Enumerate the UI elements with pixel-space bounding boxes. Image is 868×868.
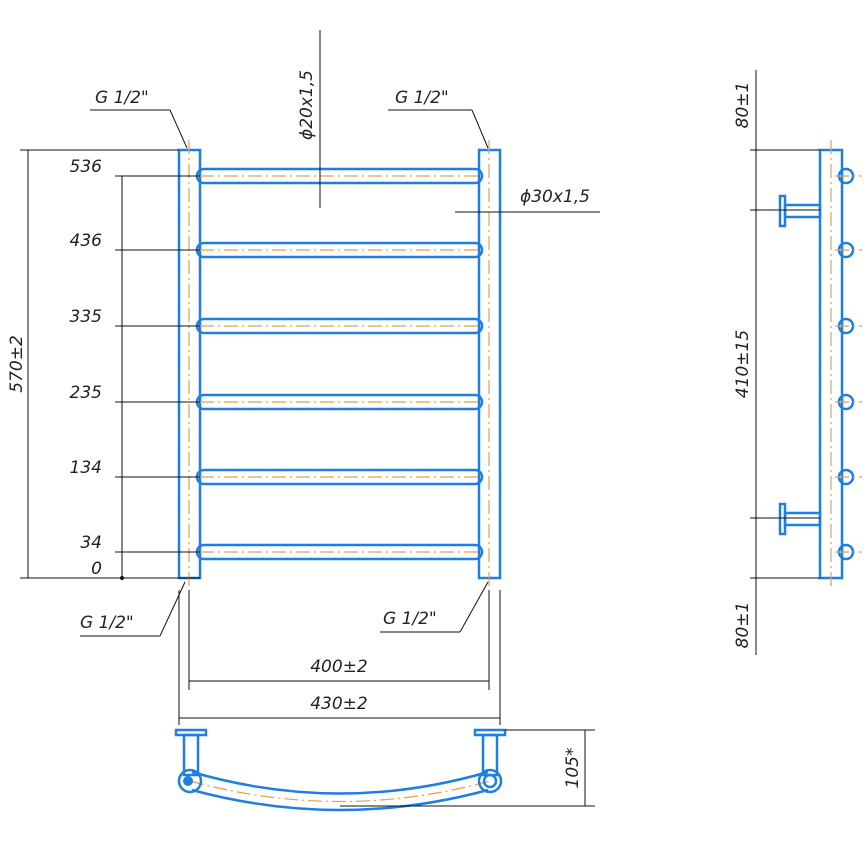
rung-pipe-dimension: ϕ20x1,5	[297, 70, 317, 140]
side-bottom-dimension: 80±1	[733, 602, 753, 649]
thread-label: G 1/2"	[395, 88, 449, 108]
riser-pipe-dimension: ϕ30x1,5	[520, 187, 590, 207]
thread-label: G 1/2"	[95, 88, 149, 108]
rung-height-label: 335	[70, 307, 102, 327]
depth-dimension: 105*	[563, 748, 583, 789]
width-dimension: 430±2	[310, 694, 368, 714]
rung-height-label: 436	[70, 231, 103, 251]
thread-label: G 1/2"	[383, 609, 437, 629]
rung-height-label: 34	[80, 533, 102, 553]
rung-height-label: 134	[70, 458, 102, 478]
rung-height-label: 0	[91, 559, 102, 579]
front-view: 570±2 536 436 335 235 134 34 0 G 1/2" G 1/2" G…	[7, 30, 600, 725]
side-view: 80±1 410±15 80±1	[733, 70, 862, 655]
side-top-dimension: 80±1	[733, 82, 753, 129]
rung-height-label: 235	[70, 383, 102, 403]
height-dimension: 570±2	[7, 335, 27, 393]
bottom-view: 105*	[174, 728, 595, 812]
center-distance-dimension: 400±2	[310, 657, 368, 677]
side-middle-dimension: 410±15	[733, 330, 753, 398]
thread-label: G 1/2"	[80, 613, 134, 633]
rung-height-label: 536	[70, 157, 103, 177]
